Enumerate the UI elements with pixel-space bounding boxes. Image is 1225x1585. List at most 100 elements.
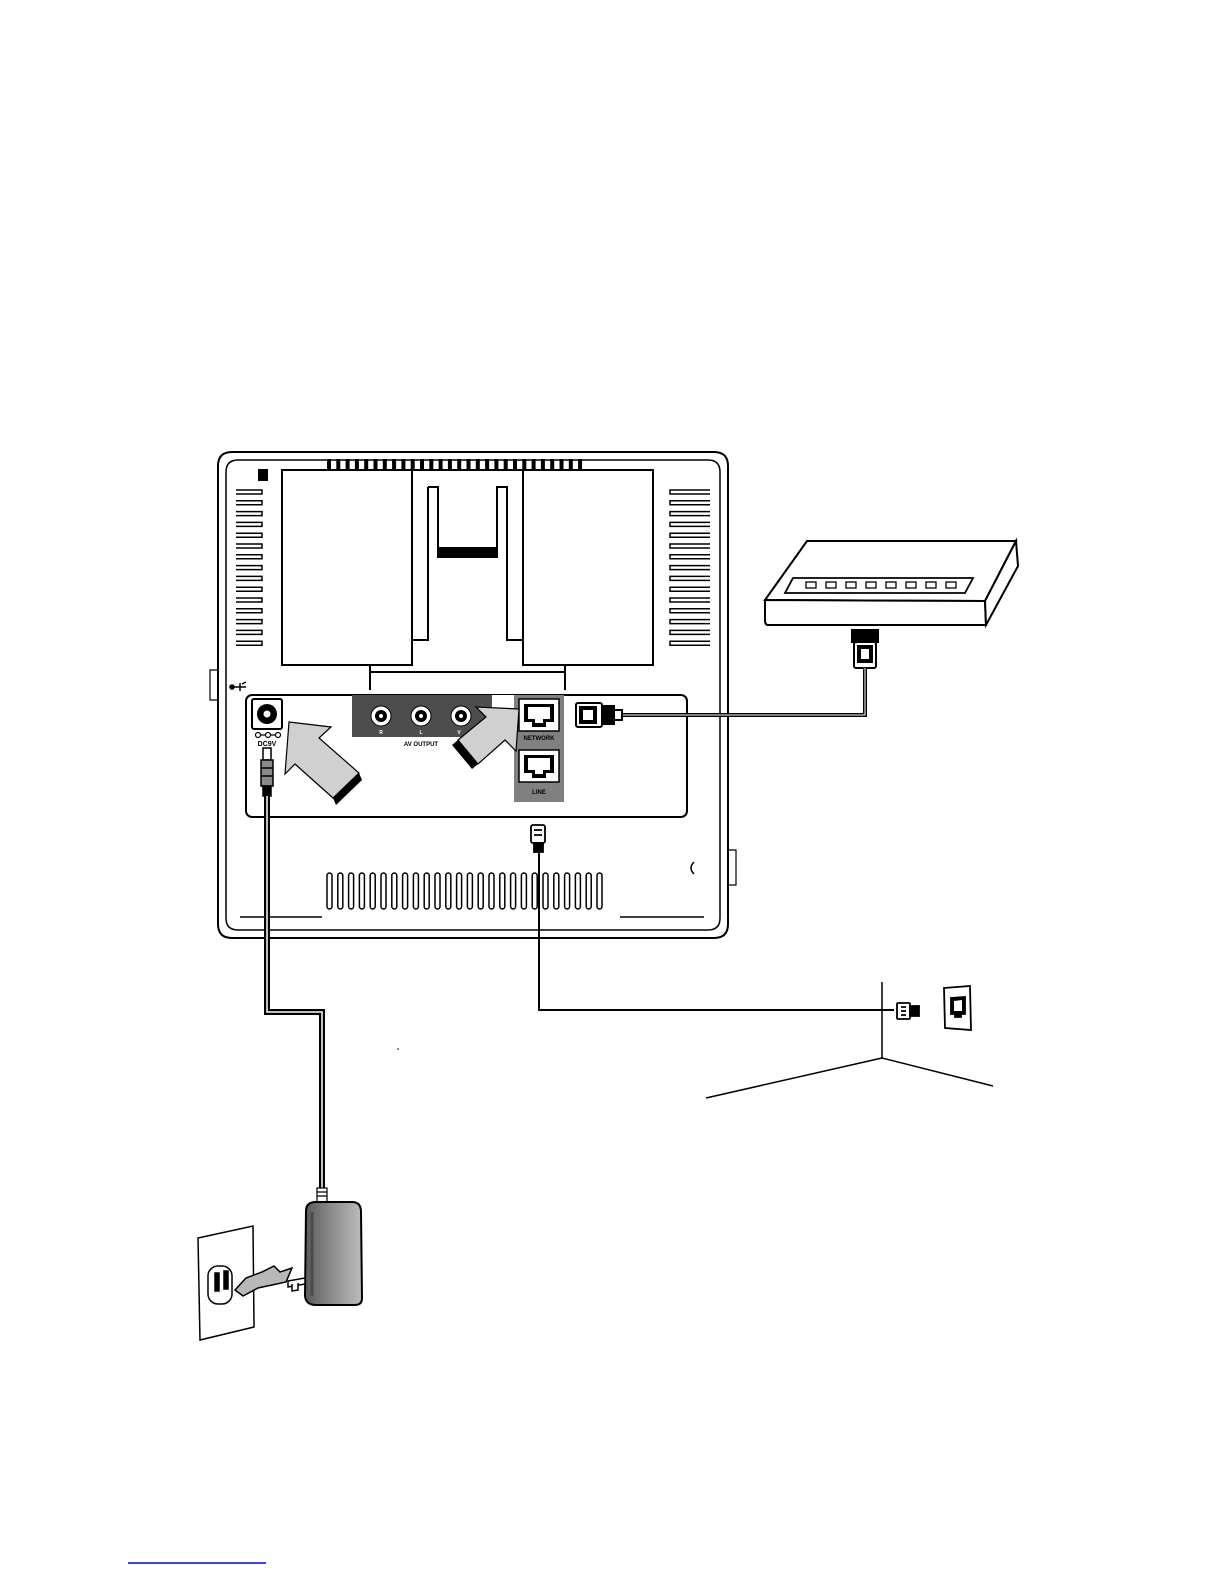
top-vent-slot — [532, 459, 536, 471]
av-jack-r[interactable] — [371, 706, 391, 726]
left-vent-slot — [236, 533, 262, 537]
power-adapter — [305, 1202, 362, 1305]
right-vent-slot — [670, 620, 710, 624]
router-led — [866, 582, 876, 588]
left-vent-slot — [236, 598, 262, 602]
top-vent-slot — [560, 459, 564, 471]
top-vent-slot — [374, 459, 378, 471]
phone-wall-plug — [897, 1003, 919, 1019]
bottom-vent-slot — [565, 873, 570, 909]
phone-wall-jack — [944, 986, 971, 1030]
top-vent-slot — [355, 459, 359, 471]
top-vent-slot — [411, 459, 415, 471]
router-led — [906, 582, 916, 588]
left-vent-slot — [236, 587, 262, 591]
top-vent-slot — [541, 459, 545, 471]
housing-left-edge-detail — [210, 670, 218, 700]
bottom-vent-slot — [500, 873, 505, 909]
right-vent-slot — [670, 544, 710, 548]
right-vent-slot — [670, 501, 710, 505]
top-vent-slot — [439, 459, 443, 471]
left-vent-slot — [236, 555, 262, 559]
router-led — [946, 582, 956, 588]
router-ethernet-plug — [852, 630, 878, 668]
line-port-label: LINE — [532, 790, 546, 796]
left-vent-slot — [236, 522, 262, 526]
left-vent-slot — [236, 609, 262, 613]
dc-plug — [261, 748, 273, 796]
bottom-vent-slot — [338, 873, 343, 909]
top-vent-slot — [401, 459, 405, 471]
right-vent-slot — [670, 630, 710, 634]
left-vent-slot — [236, 512, 262, 516]
right-vent-slot — [670, 609, 710, 613]
housing-right-edge-detail — [728, 850, 736, 885]
right-vent-slot — [670, 566, 710, 570]
router-led — [886, 582, 896, 588]
right-vent-slot — [670, 490, 710, 494]
left-vent-slot — [236, 490, 262, 494]
left-vent-slot — [236, 620, 262, 624]
right-vent-slot — [670, 555, 710, 559]
right-vent-slot — [670, 522, 710, 526]
bottom-vent-slot — [489, 873, 494, 909]
bottom-vent-slot — [457, 873, 462, 909]
line-port[interactable] — [519, 750, 559, 782]
bottom-vent-slot — [511, 873, 516, 909]
bottom-vent-slot — [478, 873, 483, 909]
top-vent-slot — [346, 459, 350, 471]
phone-line-plug — [531, 825, 545, 852]
right-vent-slot — [670, 641, 710, 645]
network-ethernet-plug — [576, 703, 622, 727]
cradle-left-block — [282, 470, 412, 665]
top-vent-slot — [504, 459, 508, 471]
router-led — [846, 582, 856, 588]
top-vent-slot — [448, 459, 452, 471]
bottom-vent-slot — [359, 873, 364, 909]
top-vent-slot — [327, 459, 331, 471]
left-vent-slot — [236, 501, 262, 505]
handset-icon — [691, 862, 694, 874]
bottom-vent-slot — [543, 873, 548, 909]
bottom-vent-slot — [413, 873, 418, 909]
top-vent-slot — [569, 459, 573, 471]
right-vent-slots — [670, 490, 710, 645]
bottom-vent-slot — [467, 873, 472, 909]
top-vent-slot — [429, 459, 433, 471]
router-led — [806, 582, 816, 588]
av-output-label: AV OUTPUT — [404, 742, 439, 748]
bottom-vent-slots — [327, 873, 602, 909]
av-jack-v[interactable] — [451, 706, 471, 726]
right-vent-slot — [670, 512, 710, 516]
av-jack-l-label: L — [419, 730, 422, 736]
bottom-vent-slot — [575, 873, 580, 909]
bottom-vent-slot — [586, 873, 591, 909]
bottom-vent-slot — [554, 873, 559, 909]
bottom-vent-slot — [424, 873, 429, 909]
ethernet-cable — [620, 668, 865, 715]
top-vent-slot — [420, 459, 424, 471]
bottom-vent-slot — [446, 873, 451, 909]
cradle-back-wall — [282, 470, 653, 665]
top-vent-slot — [457, 459, 461, 471]
right-vent-slot — [670, 587, 710, 591]
cradle-base-step — [370, 665, 565, 690]
cradle-right-block — [523, 470, 653, 665]
bottom-vent-slot — [532, 873, 537, 909]
right-vent-slot — [670, 533, 710, 537]
bottom-vent-slot — [381, 873, 386, 909]
right-vent-slot — [670, 598, 710, 602]
top-vent-slot — [494, 459, 498, 471]
router-led — [926, 582, 936, 588]
network-port-label: NETWORK — [524, 736, 556, 742]
left-vent-slot — [236, 544, 262, 548]
av-jack-l[interactable] — [411, 706, 431, 726]
right-vent-slot — [670, 576, 710, 580]
bottom-vent-slot — [327, 873, 332, 909]
dc-power-jack[interactable] — [252, 699, 282, 729]
top-vent-slot — [513, 459, 517, 471]
top-vent-slot — [392, 459, 396, 471]
top-vent-slot — [578, 459, 582, 471]
network-port[interactable] — [519, 699, 559, 731]
